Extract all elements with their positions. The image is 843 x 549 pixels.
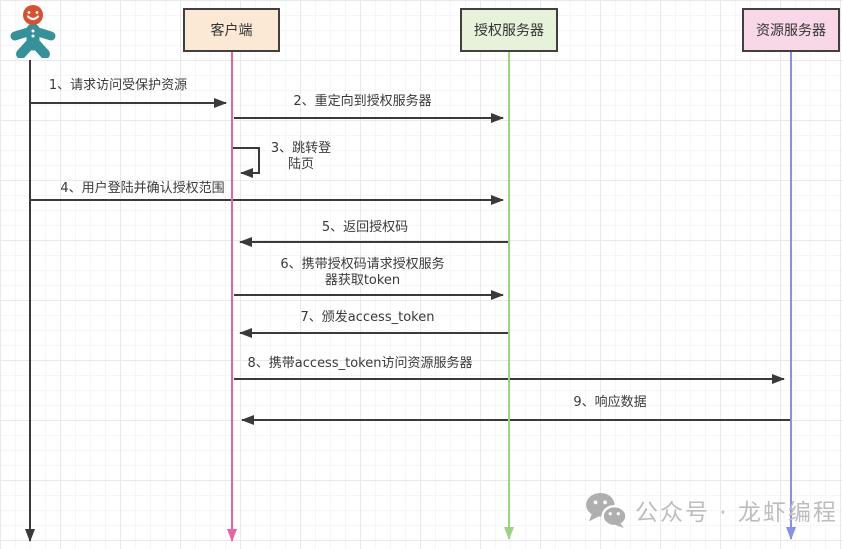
- message-label-3: 3、跳转登 陆页: [260, 141, 342, 173]
- actor-auth-server-label: 授权服务器: [474, 23, 544, 39]
- message-label-8: 8、携带access_token访问资源服务器: [247, 356, 473, 371]
- watermark: 公众号 · 龙虾编程: [585, 492, 838, 528]
- message-arrow-3-self-loop: [233, 147, 260, 178]
- message-label-2: 2、重定向到授权服务器: [293, 94, 432, 109]
- actor-resource-server-label: 资源服务器: [756, 23, 826, 39]
- actor-client-label: 客户端: [210, 23, 253, 39]
- message-label-5: 5、返回授权码: [321, 220, 409, 235]
- watermark-text: 公众号 · 龙虾编程: [635, 500, 838, 526]
- actor-auth-server: 授权服务器: [460, 8, 558, 52]
- message-label-6-line1: 6、携带授权码请求授权服务: [280, 257, 445, 272]
- message-label-4: 4、用户登陆并确认授权范围: [60, 181, 225, 196]
- message-label-7: 7、颁发access_token: [300, 310, 435, 325]
- wechat-icon: [586, 492, 627, 528]
- message-label-6-line2: 器获取token: [324, 273, 401, 288]
- gingerbread-user-icon: [10, 5, 56, 58]
- message-label-1: 1、请求访问受保护资源: [48, 78, 188, 93]
- message-label-9: 9、响应数据: [573, 395, 647, 410]
- actor-resource-server: 资源服务器: [742, 8, 840, 52]
- message-label-3-line1: 3、跳转登: [270, 141, 332, 156]
- message-label-6: 6、携带授权码请求授权服务 器获取token: [255, 257, 470, 289]
- actor-client: 客户端: [183, 8, 280, 52]
- message-label-3-line2: 陆页: [287, 157, 314, 172]
